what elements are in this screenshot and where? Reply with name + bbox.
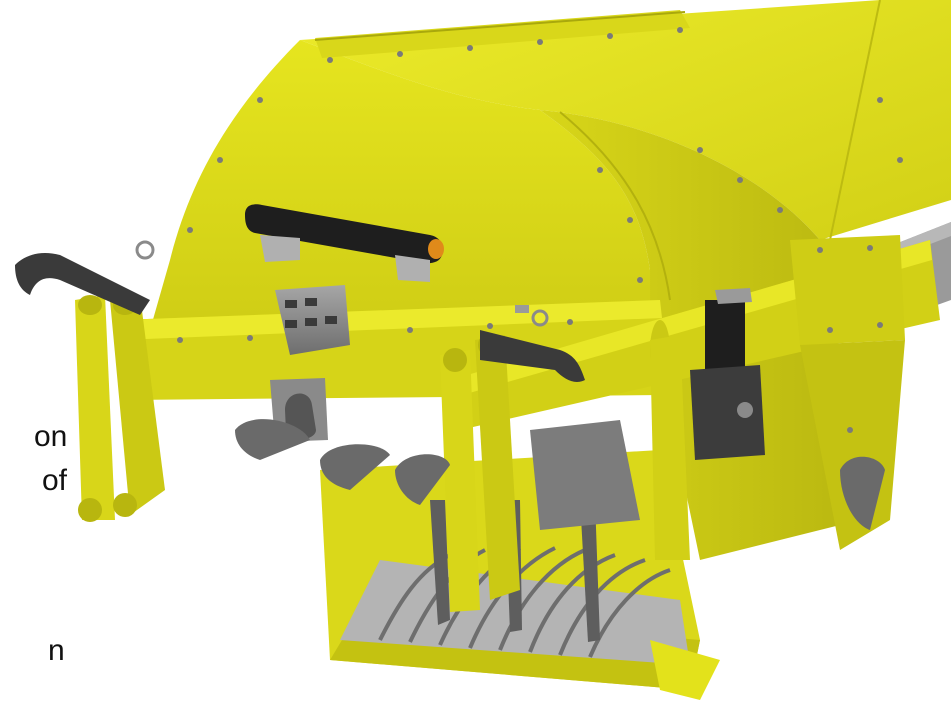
center-lift-arms [440,320,690,612]
hydraulic-cylinder [245,204,444,282]
left-lift-arms [75,295,165,522]
valve-block [270,285,350,442]
text-fragment: of [42,464,68,497]
gearbox [690,288,765,460]
rotor-blades [235,419,885,530]
text-fragment: on [34,420,68,453]
hitch-hooks [15,253,585,382]
lock-pins [135,240,549,327]
text-fragment: n [48,634,65,667]
